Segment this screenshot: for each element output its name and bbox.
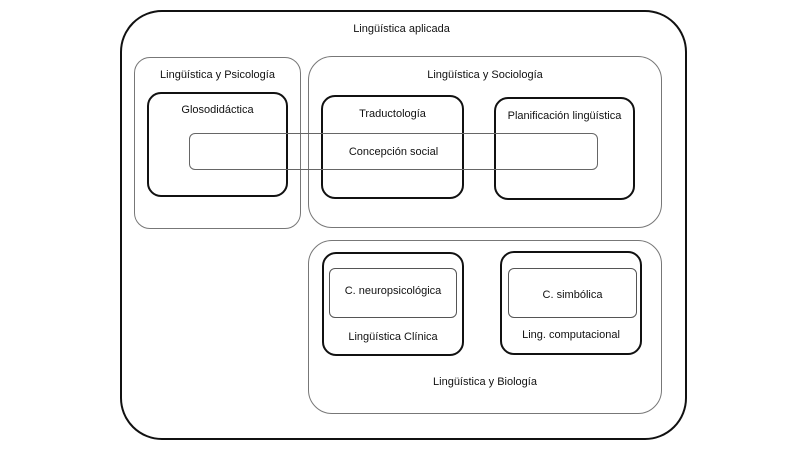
translation-studies-box	[321, 95, 464, 199]
psychology-box	[134, 57, 301, 229]
computational-linguistics-label: Ling. computacional	[522, 329, 620, 341]
computational-linguistics-box	[500, 251, 642, 355]
translation-studies-label: Traductología	[359, 108, 426, 120]
clinical-linguistics-label: Lingüística Clínica	[348, 331, 438, 343]
language-planning-label: Planificación lingüística	[507, 110, 622, 122]
applied-linguistics-box	[120, 10, 687, 440]
sociology-label: Lingüística y Sociología	[427, 69, 543, 81]
symbolic-box: C. simbólica	[508, 268, 637, 318]
clinical-linguistics-box	[322, 252, 464, 356]
social-conception-box	[189, 133, 598, 170]
social-conception-label: Concepción social	[348, 146, 439, 158]
biology-label: Lingüística y Biología	[433, 376, 537, 388]
biology-box	[308, 240, 662, 414]
psychology-label: Lingüística y Psicología	[160, 69, 275, 81]
sociology-box	[308, 56, 662, 228]
glossodidactics-box	[147, 92, 288, 197]
neuropsychological-box	[329, 268, 457, 318]
symbolic-label: C. simbólica	[542, 289, 603, 301]
applied-linguistics-label: Lingüística aplicada	[353, 23, 450, 35]
neuropsychological-label: C. neuropsicológica	[344, 285, 442, 297]
glossodidactics-label: Glosodidáctica	[181, 104, 254, 116]
language-planning-box	[494, 97, 635, 200]
